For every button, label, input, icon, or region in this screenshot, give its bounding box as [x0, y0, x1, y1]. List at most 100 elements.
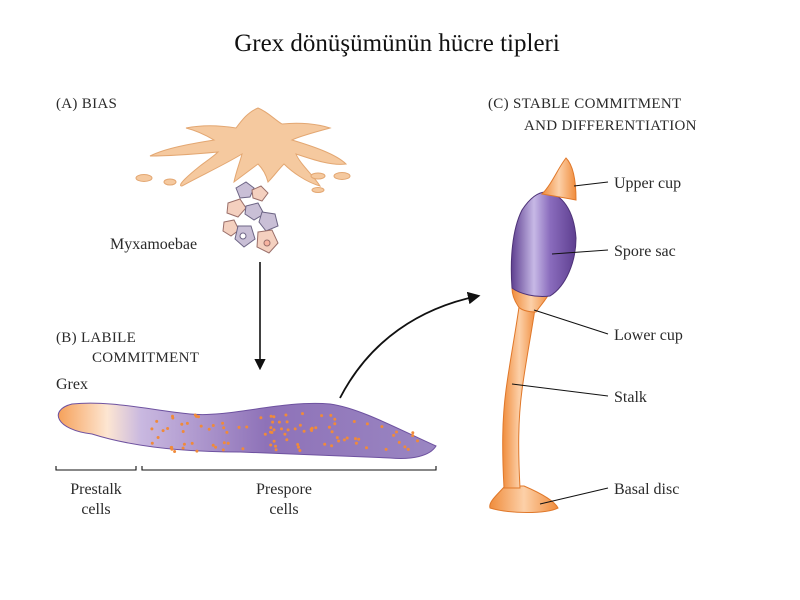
prespore-dot — [285, 420, 289, 424]
prespore-dot — [237, 425, 241, 429]
prespore-dot — [342, 438, 346, 442]
prespore-dot — [333, 417, 337, 421]
label-prestalk: Prestalk — [70, 481, 122, 498]
aggregation-center — [135, 107, 351, 193]
label-prestalk-cells: cells — [81, 501, 110, 518]
panel-b-heading-line2: COMMITMENT — [92, 350, 199, 366]
prespore-dot — [269, 443, 273, 447]
prespore-dot — [320, 414, 324, 418]
prespore-dot — [222, 441, 226, 445]
prespore-dot — [354, 441, 358, 445]
arrow-b-to-c — [339, 291, 481, 399]
prespore-dot — [269, 426, 273, 430]
prespore-dot — [274, 448, 278, 452]
prespore-dot — [310, 429, 314, 432]
prespore-dot — [150, 441, 154, 445]
leader-lower-cup — [533, 309, 609, 335]
prespore-dot — [403, 445, 407, 449]
prespore-dot — [259, 416, 263, 420]
label-grex: Grex — [56, 376, 88, 393]
prespore-dot — [337, 439, 341, 443]
prespore-dot — [298, 423, 302, 427]
central-cell-body — [149, 107, 348, 187]
prespore-dot — [397, 440, 401, 444]
myxamoeba — [251, 185, 269, 202]
prespore-dot — [406, 447, 410, 451]
prespore-dots — [150, 412, 419, 453]
prespore-dot — [314, 426, 318, 430]
panel-b-heading-line1: (B) LABILE — [56, 330, 136, 346]
leader-upper-cup — [573, 181, 609, 187]
prespore-dot — [277, 420, 281, 424]
prespore-dot — [169, 446, 173, 449]
prespore-dot — [241, 447, 245, 451]
cell-fragment — [135, 174, 153, 182]
prespore-dot — [222, 426, 226, 430]
fruiting-body — [489, 157, 577, 513]
prespore-dot — [335, 436, 339, 440]
label-spore-sac: Spore sac — [614, 243, 676, 260]
prespore-dot — [293, 427, 297, 431]
label-prespore-cells: cells — [269, 501, 298, 518]
prespore-dot — [269, 414, 273, 418]
prespore-dot — [221, 421, 225, 425]
prespore-dot — [214, 445, 218, 449]
prespore-dot — [296, 443, 300, 446]
prespore-dot — [211, 424, 215, 427]
panel-c-heading-line1: (C) STABLE COMMITMENT — [488, 96, 681, 112]
prespore-dot — [185, 421, 189, 425]
prespore-dot — [352, 420, 356, 423]
panel-a-heading: (A) BIAS — [56, 96, 117, 112]
prespore-dot — [302, 429, 306, 433]
prespore-dot — [245, 425, 249, 429]
stalk — [502, 299, 537, 489]
prespore-dot — [155, 419, 159, 423]
prespore-dot — [195, 449, 199, 453]
prespore-dot — [150, 427, 154, 431]
prespore-dot — [263, 432, 267, 436]
cell-fragment — [310, 172, 326, 180]
grex-slug — [57, 402, 437, 459]
cell-fragment — [311, 187, 325, 193]
prespore-dot — [161, 429, 165, 433]
panel-c-heading-line2: AND DIFFERENTIATION — [524, 118, 697, 134]
prespore-dot — [380, 425, 384, 429]
prespore-dot — [180, 422, 184, 426]
myxamoeba-nucleus — [239, 232, 247, 240]
label-stalk: Stalk — [614, 389, 647, 406]
prespore-dot — [284, 413, 288, 417]
prespore-dot — [269, 430, 272, 434]
prespore-dot — [330, 444, 334, 448]
prestalk-bracket — [55, 466, 137, 471]
label-lower-cup: Lower cup — [614, 327, 683, 344]
cell-fragment — [163, 178, 177, 186]
spore-sac — [510, 191, 577, 297]
prespore-dot — [411, 434, 415, 438]
myxamoeba — [244, 202, 265, 221]
prespore-dot — [226, 441, 230, 445]
prespore-dot — [280, 427, 283, 431]
prespore-dot — [286, 428, 290, 432]
prespore-dot — [221, 448, 225, 452]
prespore-dot — [384, 447, 388, 451]
prespore-dot — [193, 413, 197, 417]
prespore-dot — [182, 442, 186, 446]
prespore-dot — [330, 430, 334, 434]
cell-fragment — [333, 172, 351, 180]
prespore-dot — [357, 437, 361, 441]
myxamoebae-cluster — [222, 181, 279, 254]
prespore-dot — [171, 416, 175, 420]
label-basal-disc: Basal disc — [614, 481, 679, 498]
prespore-dot — [365, 422, 369, 426]
myxamoeba — [258, 211, 279, 232]
myxamoeba — [226, 198, 247, 218]
leader-basal-disc — [539, 487, 609, 505]
prespore-dot — [345, 436, 349, 440]
upper-cup — [540, 157, 577, 201]
prespore-dot — [199, 424, 203, 428]
prespore-dot — [392, 433, 396, 437]
prespore-dot — [354, 437, 357, 441]
prespore-dot — [156, 436, 160, 439]
label-myxamoebae: Myxamoebae — [110, 236, 197, 253]
prespore-dot — [190, 441, 194, 445]
